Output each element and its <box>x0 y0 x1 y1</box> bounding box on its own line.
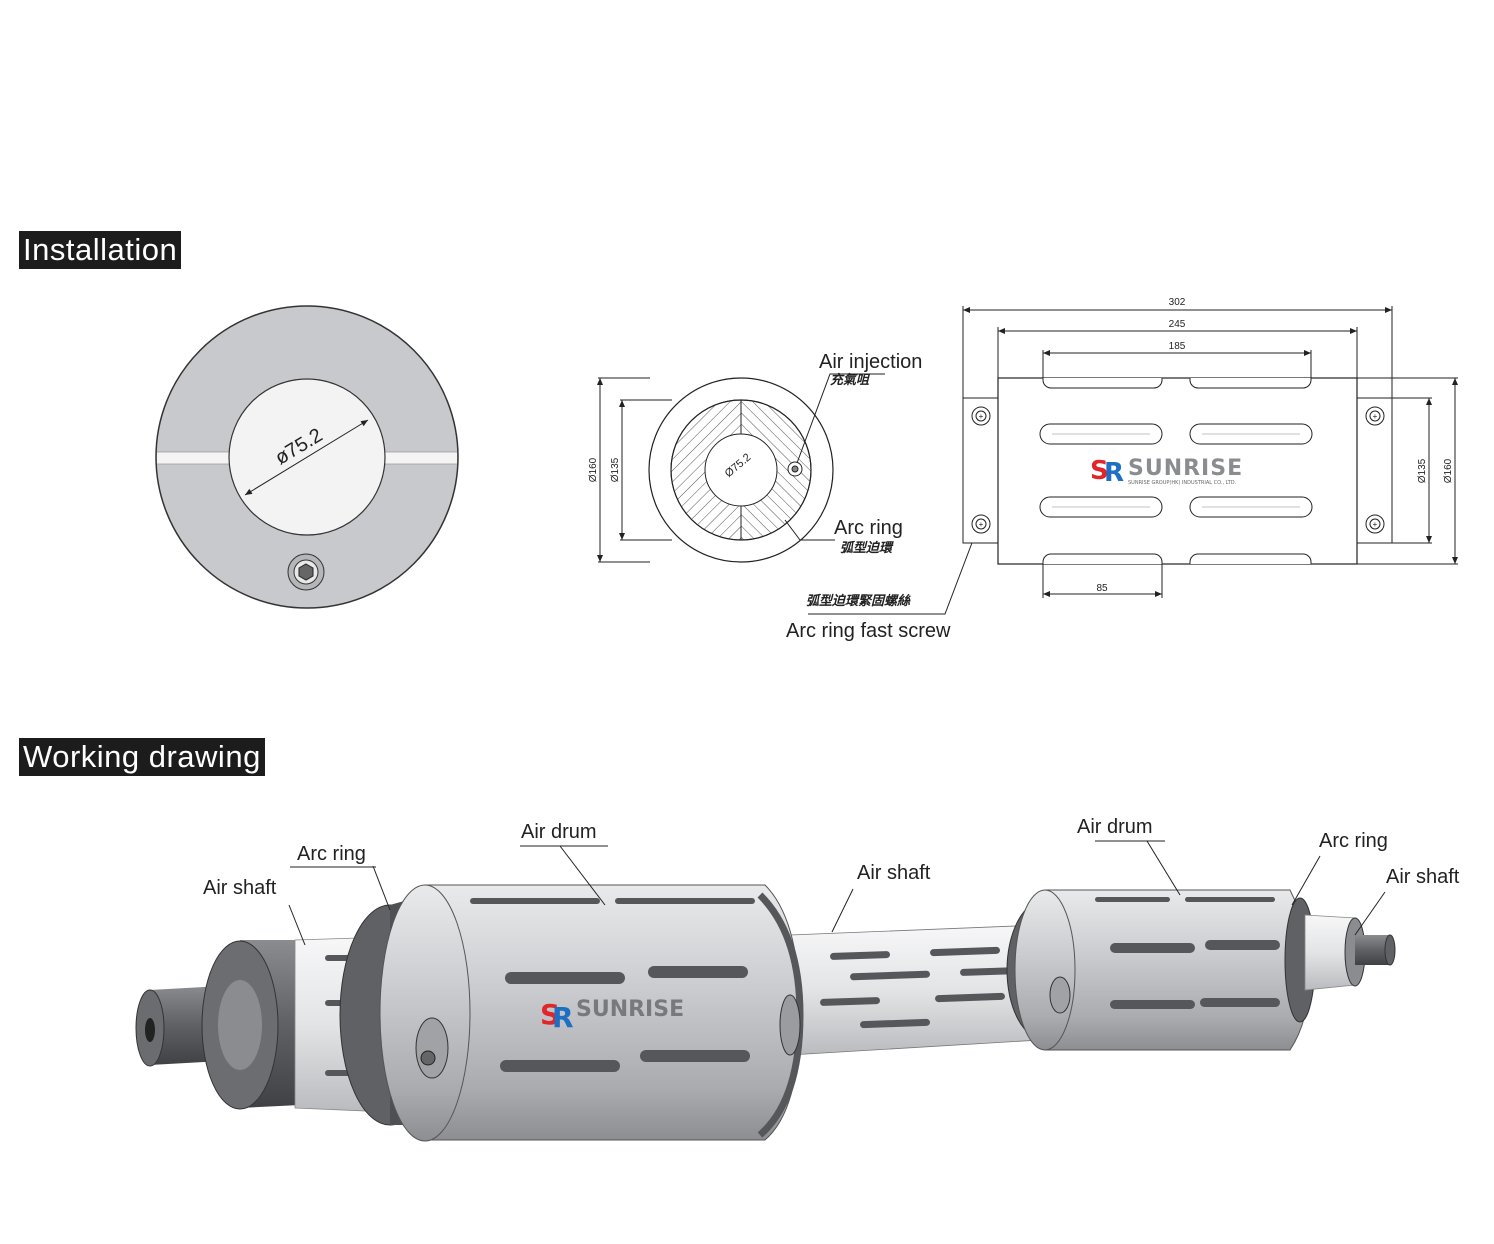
label-air-drum-left: Air drum <box>521 821 597 843</box>
air-injection-valve-icon <box>787 461 803 477</box>
svg-text:SUNRISE: SUNRISE <box>576 997 684 1022</box>
svg-text:+: + <box>979 412 984 421</box>
svg-text:S: S <box>540 998 560 1031</box>
svg-text:R: R <box>1104 458 1124 488</box>
section-outer-dim: Ø160 <box>588 457 599 482</box>
label-air-shaft-right: Air shaft <box>1386 866 1460 888</box>
fast-screw-label: Arc ring fast screw <box>786 620 951 642</box>
working-drawing-assembly: S R SUNRISE <box>135 816 1460 1142</box>
installation-heading: Installation <box>19 231 182 269</box>
screw-icon: + <box>1365 406 1385 426</box>
sunrise-logo: S R SUNRISE SUNRISE GROUP(HK) INDUSTRIAL… <box>1090 456 1243 488</box>
working-drawing-heading: Working drawing <box>19 738 265 776</box>
screw-icon: + <box>971 514 991 534</box>
svg-text:+: + <box>1373 412 1378 421</box>
label-air-shaft-left: Air shaft <box>203 877 277 899</box>
screw-icon: + <box>971 406 991 426</box>
label-air-shaft-mid: Air shaft <box>857 862 931 884</box>
air-valve-icon <box>287 553 325 591</box>
svg-text:+: + <box>979 520 984 529</box>
section-view: Ø75.2 Ø160 Ø135 Air injection 充氣咀 Arc ri… <box>588 351 979 642</box>
dim-85: 85 <box>1096 583 1108 594</box>
side-view: + + + + S R SUNRISE SUNRISE GROUP(HK) IN… <box>962 297 1458 598</box>
sunrise-logo: S R SUNRISE <box>540 997 684 1034</box>
fast-screw-cn-label: 弧型迫環緊固螺絲 <box>806 593 911 609</box>
svg-text:S: S <box>1090 456 1109 486</box>
air-injection-cn-label: 充氣咀 <box>830 372 871 388</box>
svg-text:+: + <box>1373 520 1378 529</box>
dim-160-side: Ø160 <box>1443 458 1454 483</box>
label-arc-ring-right: Arc ring <box>1319 830 1388 852</box>
dim-135-side: Ø135 <box>1417 458 1428 483</box>
label-air-drum-right: Air drum <box>1077 816 1153 838</box>
section-inner-dim: Ø135 <box>610 457 621 482</box>
svg-text:SUNRISE: SUNRISE <box>1128 456 1243 481</box>
dim-302: 302 <box>1169 297 1186 308</box>
screw-icon: + <box>1365 514 1385 534</box>
air-injection-label: Air injection <box>819 351 922 373</box>
end-view: ø75.2 <box>155 305 459 609</box>
dim-185: 185 <box>1169 341 1186 352</box>
arc-ring-cn-label: 弧型迫環 <box>840 540 894 556</box>
svg-text:R: R <box>552 1001 574 1034</box>
arc-ring-label: Arc ring <box>834 517 903 539</box>
dim-245: 245 <box>1169 319 1186 330</box>
svg-text:SUNRISE GROUP(HK) INDUSTRIAL C: SUNRISE GROUP(HK) INDUSTRIAL CO., LTD. <box>1128 480 1237 486</box>
label-arc-ring-left: Arc ring <box>297 843 366 865</box>
